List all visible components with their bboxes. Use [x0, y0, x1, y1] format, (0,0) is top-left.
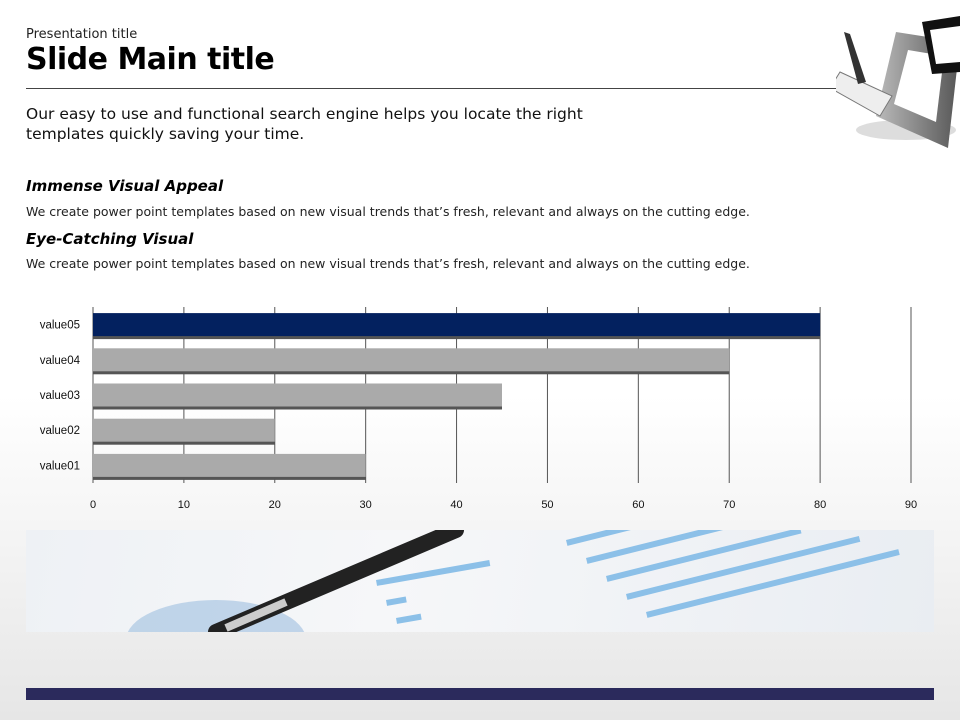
title-divider: [26, 88, 856, 89]
x-tick-label: 40: [450, 499, 462, 511]
x-tick-label: 0: [90, 499, 96, 511]
bar: [93, 418, 275, 442]
y-category-label: value05: [40, 320, 80, 332]
x-tick-label: 70: [723, 499, 735, 511]
x-tick-label: 60: [632, 499, 644, 511]
intro-text: Our easy to use and functional search en…: [26, 105, 583, 143]
bar-chart: 0 10 20 30 40 50 60 70 80 90 value01 value02 value03…: [40, 307, 917, 511]
section-heading: Immense Visual Appeal: [26, 177, 224, 195]
x-tick-label: 50: [541, 499, 553, 511]
section-heading: Eye-Catching Visual: [26, 230, 194, 248]
slide-main-title: Slide Main title: [26, 42, 275, 77]
y-category-label: value04: [40, 355, 81, 367]
financial-report-photo: [26, 530, 934, 632]
x-tick-label: 10: [178, 499, 190, 511]
section-body: We create power point templates based on…: [26, 256, 750, 271]
bar: [93, 348, 730, 372]
x-tick-label: 80: [814, 499, 826, 511]
x-tick-label: 30: [360, 499, 372, 511]
x-tick-label: 20: [269, 499, 281, 511]
frames-logo-image: [836, 16, 960, 148]
y-category-label: value02: [40, 425, 80, 437]
section-body: We create power point templates based on…: [26, 204, 750, 219]
x-tick-label: 90: [905, 499, 917, 511]
bar: [93, 313, 821, 337]
y-category-label: value03: [40, 390, 80, 402]
bar: [93, 383, 502, 407]
presentation-title: Presentation title: [26, 27, 138, 42]
bar: [93, 453, 366, 477]
footer-bar: [26, 688, 934, 700]
y-category-label: value01: [40, 460, 80, 472]
